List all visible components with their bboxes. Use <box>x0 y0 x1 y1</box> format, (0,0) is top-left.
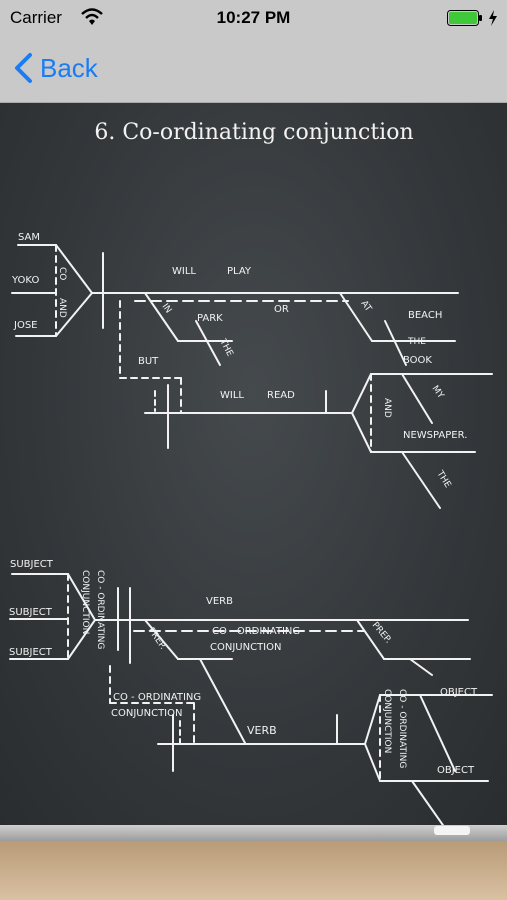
word-will-2: WILL <box>220 390 244 401</box>
label-conjunction-mid: CONJUNCTION <box>210 642 281 653</box>
word-yoko: YOKO <box>11 275 39 286</box>
label-object-1: OBJECT <box>440 687 478 698</box>
back-button-label: Back <box>40 52 98 83</box>
chalkboard: 6. Co-ordinating conjunction SAM YOKO JO… <box>0 103 507 825</box>
word-at: AT <box>359 299 374 314</box>
label-subject-1: SUBJECT <box>10 559 54 570</box>
back-button[interactable]: Back <box>12 50 98 86</box>
word-park: PARK <box>197 313 223 324</box>
label-conjunction-lower: CONJUNCTION <box>111 708 182 719</box>
word-in: IN <box>160 302 174 315</box>
label-object-2: OBJECT <box>437 765 475 776</box>
word-my: MY <box>430 384 446 401</box>
chevron-left-icon <box>15 53 32 83</box>
wifi-icon <box>81 8 103 25</box>
label-coordinating-vertical: CO - ORDINATING <box>95 570 105 649</box>
navigation-bar: Back <box>0 36 507 103</box>
sentence-diagram: 6. Co-ordinating conjunction SAM YOKO JO… <box>9 120 493 825</box>
word-sam: SAM <box>18 232 40 243</box>
label-conjunction-vertical: CONJUNCTION <box>80 570 90 634</box>
word-play: PLAY <box>227 266 252 277</box>
word-co: CO <box>57 267 67 280</box>
word-or: OR <box>274 304 289 315</box>
word-book: BOOK <box>403 355 432 366</box>
word-but: BUT <box>138 356 159 367</box>
label-conjunction-right: CONJUNCTION <box>382 689 392 753</box>
label-coordinating-lower: CO - ORDINATING <box>113 692 201 703</box>
wall-background <box>0 841 507 900</box>
chalk-piece <box>434 826 470 835</box>
label-coordinating-mid: CO - ORDINATING <box>212 626 300 637</box>
label-prep-1: PREP. <box>146 626 168 652</box>
word-the-3: THE <box>434 468 453 490</box>
label-coordinating-right: CO - ORDINATING <box>397 689 407 768</box>
clock-time: 10:27 PM <box>216 8 291 27</box>
battery-icon <box>447 10 482 26</box>
word-jose: JOSE <box>13 320 38 331</box>
word-newspaper: NEWSPAPER. <box>403 430 467 441</box>
label-verb-2: VERB <box>247 724 277 737</box>
label-verb-1: VERB <box>206 596 233 607</box>
word-the-2: THE <box>407 337 426 347</box>
label-subject-3: SUBJECT <box>9 647 53 658</box>
board-title: 6. Co-ordinating conjunction <box>94 120 413 145</box>
word-beach: BEACH <box>408 310 442 321</box>
word-and-1: AND <box>57 298 67 318</box>
word-and-2: AND <box>382 398 392 418</box>
carrier-label: Carrier <box>10 8 62 27</box>
label-subject-2: SUBJECT <box>9 607 53 618</box>
charging-bolt-icon <box>489 10 497 26</box>
word-will-1: WILL <box>172 266 196 277</box>
status-bar: Carrier 10:27 PM <box>0 0 507 36</box>
chalk-tray <box>0 825 507 841</box>
word-read: READ <box>267 390 295 401</box>
